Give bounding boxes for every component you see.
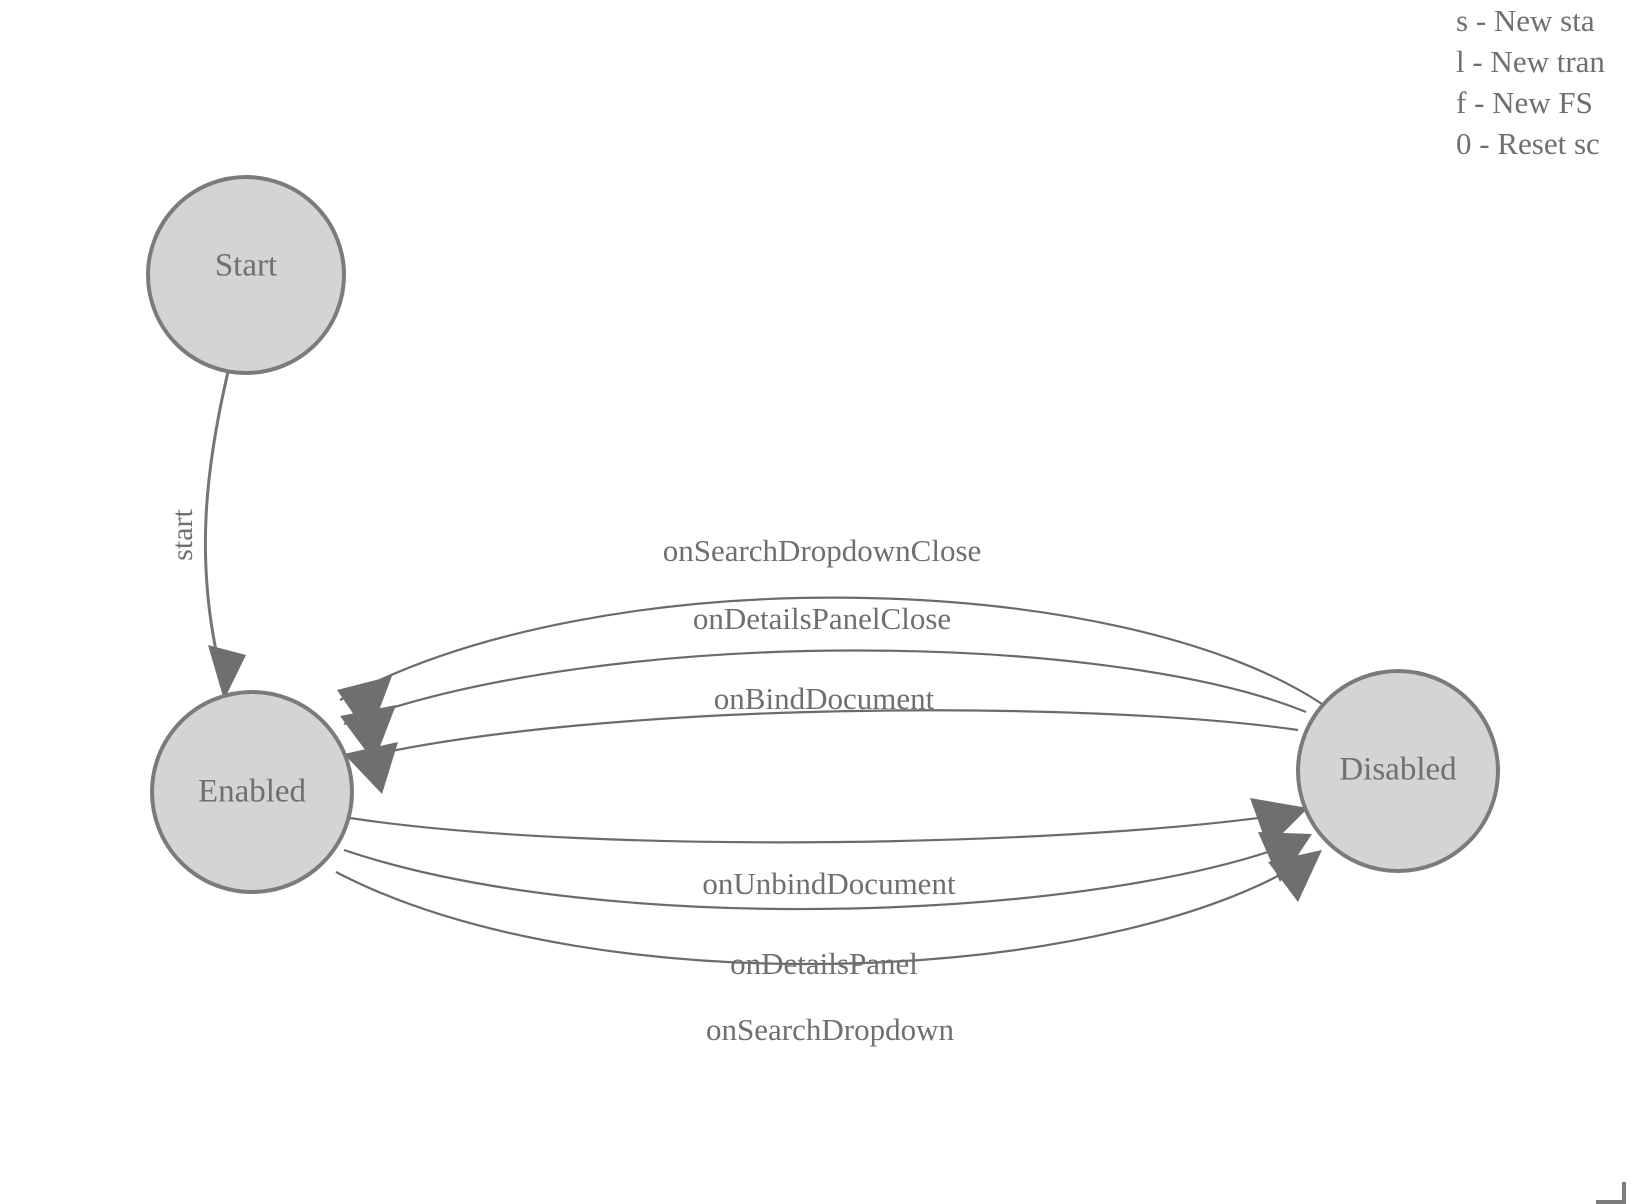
arrowhead-e3 xyxy=(344,742,398,794)
edge-start-to-enabled[interactable] xyxy=(203,371,246,700)
arrowhead-e1 xyxy=(337,676,392,737)
edge-label-onsearchdropdown: onSearchDropdown xyxy=(706,1012,954,1047)
node-disabled-circle xyxy=(1296,669,1500,873)
resize-corner-handle[interactable] xyxy=(1596,1182,1632,1204)
edge-path-e2 xyxy=(343,649,1307,726)
node-start-circle xyxy=(146,175,346,375)
edge-path-e1 xyxy=(339,596,1323,705)
edge-label-ondetailspanel: onDetailsPanel xyxy=(730,946,918,981)
node-disabled[interactable]: Disabled xyxy=(1296,669,1500,873)
arrowhead-e6 xyxy=(1268,850,1322,902)
resize-corner-vertical-bar xyxy=(1622,1182,1626,1204)
edge-label-onbinddocument: onBindDocument xyxy=(714,681,935,716)
edge-path-start xyxy=(203,371,230,661)
edge-path-e6 xyxy=(335,851,1319,966)
edge-path-e4 xyxy=(349,810,1301,844)
edge-path-e3 xyxy=(349,709,1299,762)
edge-label-onsearchdropdownclose: onSearchDropdownClose xyxy=(663,533,982,568)
edge-label-onunbinddocument: onUnbindDocument xyxy=(702,866,956,901)
node-start[interactable]: Start xyxy=(146,175,346,375)
arrowhead-e2 xyxy=(340,705,396,762)
node-start-label: Start xyxy=(215,248,277,284)
arrowhead-start-to-enabled xyxy=(208,645,246,700)
node-disabled-label: Disabled xyxy=(1339,752,1457,788)
edge-enabled-to-disabled-onunbinddocument[interactable] xyxy=(349,798,1308,848)
resize-corner-horizontal-bar xyxy=(1596,1200,1626,1204)
node-enabled-label: Enabled xyxy=(198,774,307,810)
arrowhead-e5 xyxy=(1258,832,1312,882)
edge-path-e5 xyxy=(343,836,1307,911)
edge-enabled-to-disabled-onsearchdropdown[interactable] xyxy=(335,850,1322,966)
edge-label-ondetailspanelclose: onDetailsPanelClose xyxy=(693,601,951,636)
edge-disabled-to-enabled-ondetailspanelclose[interactable] xyxy=(340,649,1307,762)
edge-disabled-to-enabled-onbinddocument[interactable] xyxy=(344,709,1299,794)
node-enabled[interactable]: Enabled xyxy=(150,690,354,894)
edge-disabled-to-enabled-onsearchdropdownclose[interactable] xyxy=(337,596,1323,737)
node-enabled-circle xyxy=(150,690,354,894)
edge-enabled-to-disabled-ondetailspanel[interactable] xyxy=(343,832,1312,911)
edge-label-start: start xyxy=(166,509,199,561)
